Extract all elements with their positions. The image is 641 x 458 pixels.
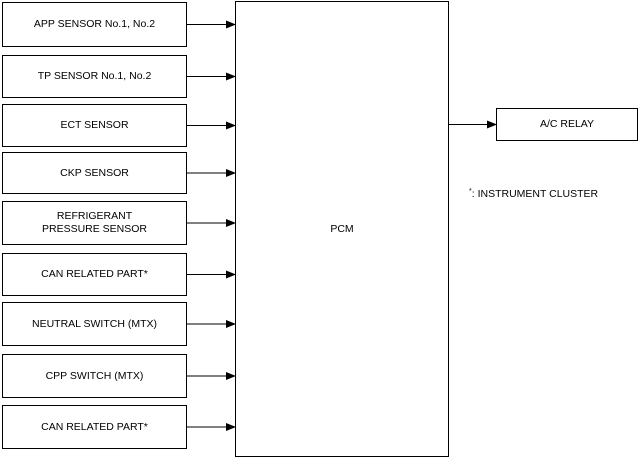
input-label-6: CAN RELATED PART* <box>41 268 148 280</box>
footnote-marker: * <box>469 188 472 195</box>
input-label-5: REFRIGERANT PRESSURE SENSOR <box>41 210 148 235</box>
input-box-3: ECT SENSOR <box>2 104 187 147</box>
input-label-3: ECT SENSOR <box>60 119 129 131</box>
input-box-4: CKP SENSOR <box>2 152 187 194</box>
input-box-2: TP SENSOR No.1, No.2 <box>2 55 187 98</box>
input-box-5: REFRIGERANT PRESSURE SENSOR <box>2 201 187 245</box>
footnote: *: INSTRUMENT CLUSTER <box>469 185 598 201</box>
input-label-8: CPP SWITCH (MTX) <box>45 369 144 382</box>
input-box-7: NEUTRAL SWITCH (MTX) <box>2 302 187 346</box>
pcm-box: PCM <box>235 1 449 457</box>
footnote-text: : INSTRUMENT CLUSTER <box>471 188 599 200</box>
input-label-4: CKP SENSOR <box>60 166 129 179</box>
input-label-2: TP SENSOR No.1, No.2 <box>37 70 152 82</box>
input-label-9: CAN RELATED PART* <box>41 420 148 433</box>
input-box-1: APP SENSOR No.1, No.2 <box>2 2 187 47</box>
ac-relay-label: A/C RELAY <box>539 118 595 130</box>
input-label-7: NEUTRAL SWITCH (MTX) <box>31 317 158 330</box>
input-box-6: CAN RELATED PART* <box>2 253 187 296</box>
ac-relay-box: A/C RELAY <box>496 108 638 141</box>
input-label-1: APP SENSOR No.1, No.2 <box>33 18 156 30</box>
input-box-9: CAN RELATED PART* <box>2 405 187 449</box>
input-box-8: CPP SWITCH (MTX) <box>2 354 187 398</box>
pcm-label: PCM <box>330 222 354 235</box>
